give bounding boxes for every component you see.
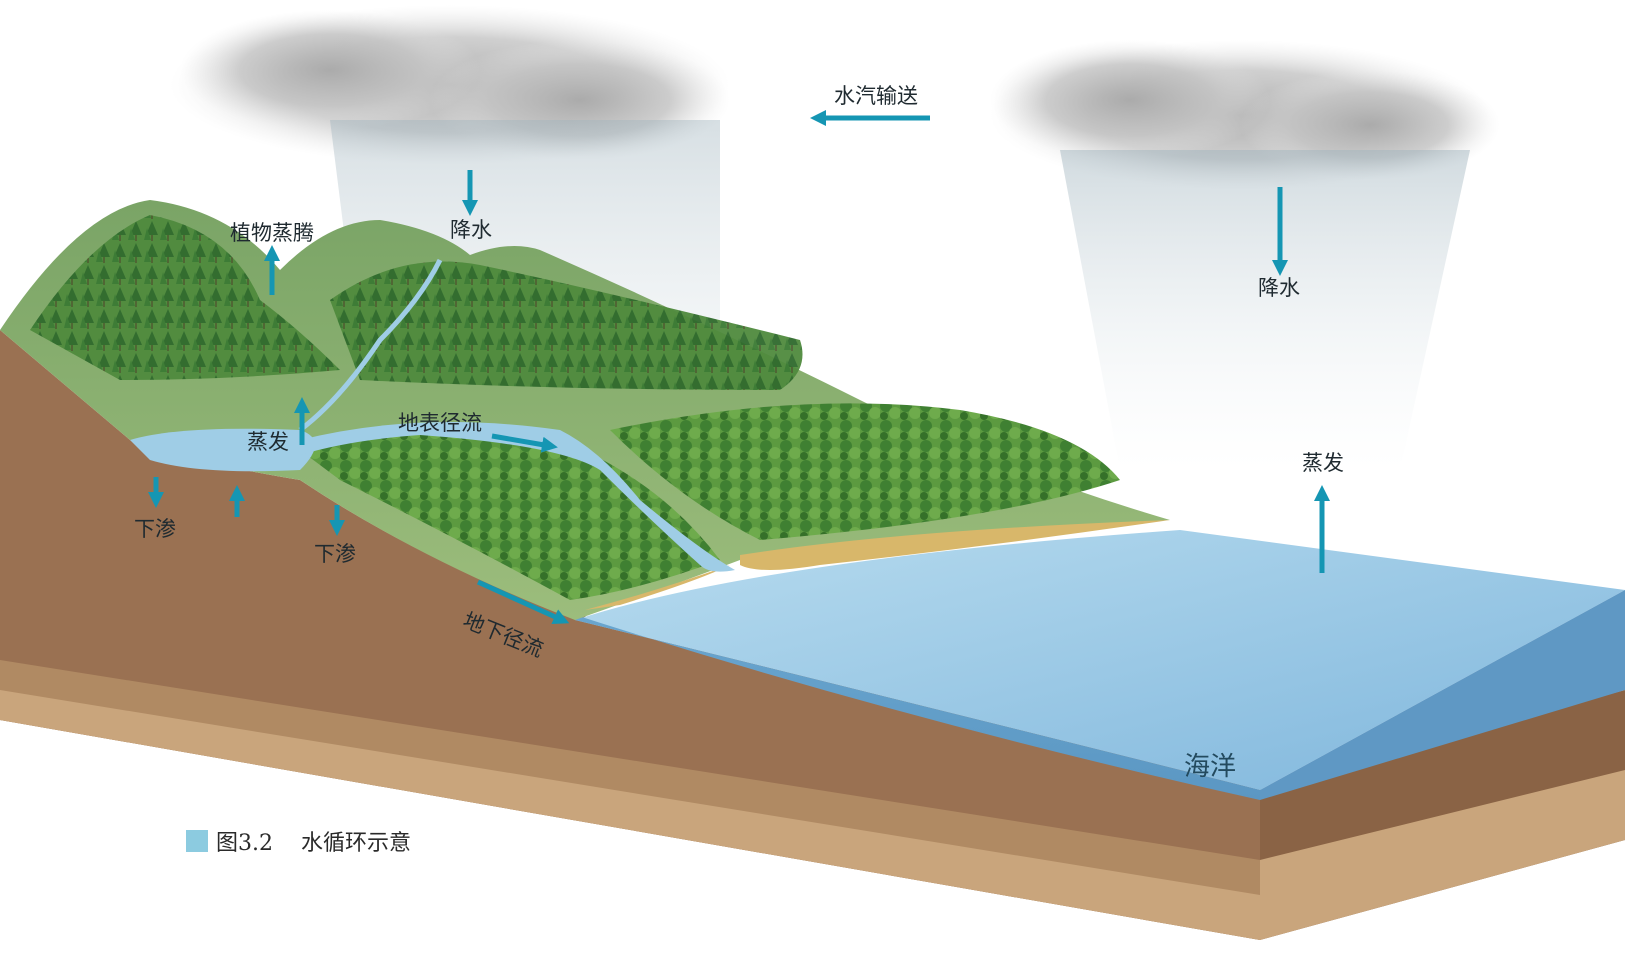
groundwater-runoff-arrow <box>476 579 570 624</box>
land-block <box>0 330 1625 940</box>
caption-spacer <box>273 829 301 854</box>
transpiration-label: 植物蒸腾 <box>230 221 314 245</box>
infiltration-right-label: 下渗 <box>314 542 356 566</box>
ocean-body <box>560 530 1625 800</box>
rain-right <box>1060 150 1470 470</box>
figure-title: 水循环示意 <box>300 831 411 856</box>
land-surface <box>0 200 1170 620</box>
evaporation-lake-label: 蒸发 <box>247 430 289 454</box>
precipitation-ocean-label: 降水 <box>1258 276 1300 300</box>
caption-marker <box>186 830 208 852</box>
ocean-label: 海洋 <box>1184 752 1237 782</box>
infiltration-left-label: 下渗 <box>134 517 176 541</box>
flow-arrows <box>147 109 1331 624</box>
surface-runoff-arrow <box>491 433 558 453</box>
evaporation-ocean-label: 蒸发 <box>1302 451 1344 475</box>
surface-runoff-label: 地表径流 <box>398 411 482 435</box>
vapor-transport-label: 水汽输送 <box>834 84 918 108</box>
figure-caption: 图3.2 水循环示意 <box>186 827 411 856</box>
precipitation-land-label: 降水 <box>450 218 492 242</box>
figure-number: 图3.2 <box>216 831 273 856</box>
